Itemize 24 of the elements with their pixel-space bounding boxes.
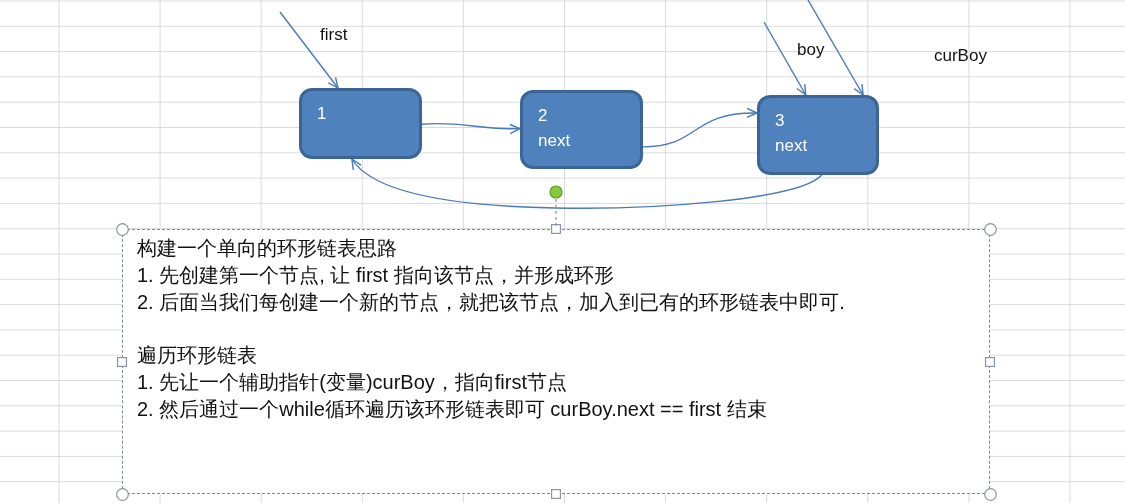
- edge-label: first: [320, 25, 348, 45]
- arrow: [421, 122, 521, 134]
- step-text: 2. 然后通过一个while循环遍历该环形链表即可 curBoy.next == first 结束: [137, 396, 767, 422]
- variable-label: curBoy: [934, 46, 987, 66]
- heading-text: 遍历环形链表: [137, 343, 257, 369]
- step-text: 2. 后面当我们每创建一个新的节点，就把该节点，加入到已有的环形链表中即可.: [137, 289, 845, 315]
- arrow: [642, 108, 758, 148]
- field-label: next: [538, 130, 571, 152]
- arrow: [351, 158, 823, 209]
- list-node-box: [757, 95, 879, 175]
- text-box: [122, 229, 990, 494]
- arrow: [279, 11, 339, 89]
- node-value: 3: [775, 110, 785, 132]
- list-node-box: [299, 88, 422, 159]
- edge-label: boy: [797, 40, 825, 60]
- step-text: 1. 先让一个辅助指针(变量)curBoy，指向first节点: [137, 370, 568, 395]
- field-label: next: [775, 135, 808, 157]
- step-text: 1. 先创建第一个节点, 让 first 指向该节点，并形成环形: [137, 262, 614, 288]
- list-node-box: [520, 90, 643, 169]
- arrow: [763, 21, 807, 96]
- heading-text: 构建一个单向的环形链表思路: [137, 236, 397, 261]
- node-value: 1: [317, 103, 327, 125]
- arrow: [807, 0, 864, 96]
- node-value: 2: [538, 105, 548, 127]
